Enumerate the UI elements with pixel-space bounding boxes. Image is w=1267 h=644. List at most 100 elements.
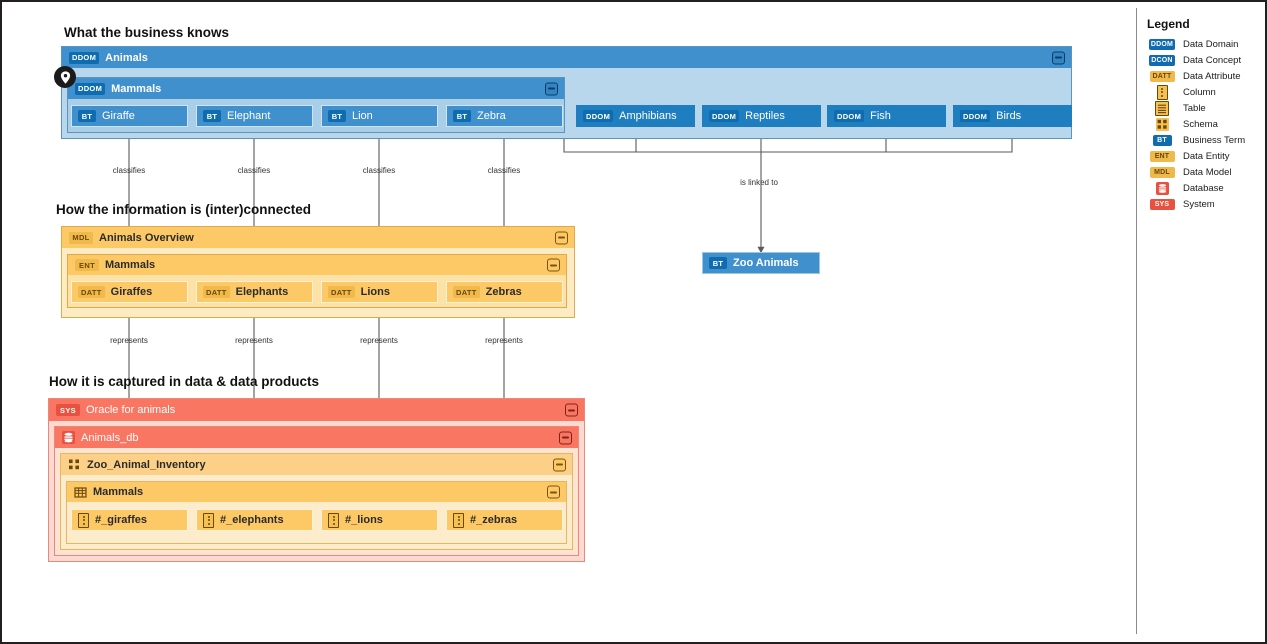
node-business-term-zebra[interactable]: BT Zebra (446, 105, 563, 127)
datt-tag-icon: DATT (453, 286, 480, 298)
node-column-zebras[interactable]: #_zebras (446, 509, 563, 531)
edge-label-represents-1: represents (110, 336, 148, 345)
schema-icon (1155, 117, 1169, 131)
collapse-button-schema[interactable] (553, 458, 566, 471)
database-icon (62, 431, 75, 444)
datt-tag-icon: DATT (328, 286, 355, 298)
node-header-col-zebras: #_zebras (447, 510, 562, 530)
node-header-birds: DDOM Birds (953, 105, 1072, 127)
node-header-elephants: DATT Elephants (197, 282, 312, 302)
ddom-tag-icon: DDOM (75, 82, 106, 95)
ent-tag-icon: ENT (75, 259, 99, 271)
column-icon (78, 512, 89, 528)
node-header-giraffes: DATT Giraffes (72, 282, 187, 302)
node-header-lions: DATT Lions (322, 282, 437, 302)
node-business-term-giraffe[interactable]: BT Giraffe (71, 105, 188, 127)
node-label-col-lions: #_lions (345, 514, 383, 526)
ddom-tag-icon: DDOM (960, 110, 991, 122)
datt-tag-text: DATT (1149, 70, 1175, 82)
datt-tag-icon: DATT (78, 286, 105, 298)
legend-item-data-attribute: DATT Data Attribute (1147, 68, 1265, 84)
mdl-tag-text: MDL (1149, 166, 1175, 178)
node-data-attribute-lions[interactable]: DATT Lions (321, 281, 438, 303)
ent-tag-icon: ENT (1147, 150, 1177, 162)
bt-tag-icon: BT (453, 110, 471, 122)
ddom-tag-icon: DDOM (834, 110, 865, 122)
node-header-table: Mammals (67, 482, 566, 502)
ddom-tag-icon: DDOM (583, 110, 614, 122)
edge-label-classifies-2: classifies (237, 166, 271, 175)
collapse-button-animals[interactable] (1052, 51, 1065, 64)
legend-label-schema: Schema (1183, 118, 1218, 130)
ddom-tag-text: DDOM (1148, 38, 1176, 50)
collapse-button-database[interactable] (559, 431, 572, 444)
node-header-mammals: DDOM Mammals (68, 78, 564, 99)
legend-list: DDOM Data Domain DCON Data Concept DATT … (1147, 36, 1265, 212)
table-icon (74, 486, 87, 499)
legend-item-system: SYS System (1147, 196, 1265, 212)
node-label-elephant: Elephant (227, 110, 271, 122)
legend-panel: Legend DDOM Data Domain DCON Data Concep… (1136, 8, 1265, 634)
node-header-database: Animals_db (55, 427, 578, 448)
legend-label-database: Database (1183, 182, 1224, 194)
node-label-amphibians: Amphibians (619, 110, 677, 122)
node-header-reptiles: DDOM Reptiles (702, 105, 821, 127)
node-label-col-zebras: #_zebras (470, 514, 518, 526)
node-column-elephants[interactable]: #_elephants (196, 509, 313, 531)
node-label-zebras: Zebras (485, 286, 522, 298)
legend-label-data-model: Data Model (1183, 166, 1232, 178)
node-header-col-giraffes: #_giraffes (72, 510, 187, 530)
bt-tag-icon: BT (709, 257, 727, 269)
node-label-lion: Lion (352, 110, 373, 122)
edge-label-classifies-4: classifies (487, 166, 521, 175)
legend-label-system: System (1183, 198, 1215, 210)
datt-tag-icon: DATT (203, 286, 230, 298)
collapse-button-system[interactable] (565, 403, 578, 417)
node-data-domain-amphibians[interactable]: DDOM Amphibians (576, 105, 695, 127)
bt-tag-text: BT (1152, 134, 1172, 146)
collapse-button-table[interactable] (547, 485, 560, 499)
node-data-attribute-elephants[interactable]: DATT Elephants (196, 281, 313, 303)
legend-item-column: Column (1147, 84, 1265, 100)
node-header-amphibians: DDOM Amphibians (576, 105, 695, 127)
node-label-zoo-animals: Zoo Animals (733, 257, 799, 269)
node-header-col-lions: #_lions (322, 510, 437, 530)
node-data-domain-reptiles[interactable]: DDOM Reptiles (702, 105, 821, 127)
collapse-button-mammals[interactable] (545, 82, 558, 95)
legend-label-table: Table (1183, 102, 1206, 114)
node-label-elephants: Elephants (235, 286, 289, 298)
ent-tag-text: ENT (1149, 150, 1175, 162)
node-label-col-giraffes: #_giraffes (95, 514, 147, 526)
node-data-attribute-zebras[interactable]: DATT Zebras (446, 281, 563, 303)
legend-item-data-model: MDL Data Model (1147, 164, 1265, 180)
section-title-data: How it is captured in data & data produc… (49, 374, 320, 389)
legend-label-data-concept: Data Concept (1183, 54, 1242, 66)
node-business-term-zoo-animals[interactable]: BT Zoo Animals (702, 252, 820, 274)
column-icon (453, 512, 464, 528)
collapse-button-animals-overview[interactable] (555, 231, 568, 244)
legend-item-data-domain: DDOM Data Domain (1147, 36, 1265, 52)
ddom-tag-icon: DDOM (709, 110, 740, 122)
node-data-attribute-giraffes[interactable]: DATT Giraffes (71, 281, 188, 303)
database-icon (1155, 181, 1169, 195)
node-label-mammals: Mammals (111, 82, 162, 95)
collapse-button-entity-mammals[interactable] (547, 258, 560, 272)
node-label-fish: Fish (870, 110, 891, 122)
node-column-lions[interactable]: #_lions (321, 509, 438, 531)
node-business-term-lion[interactable]: BT Lion (321, 105, 438, 127)
edge-label-represents-3: represents (360, 336, 398, 345)
location-pin-icon[interactable] (54, 66, 76, 88)
sys-tag-icon: SYS (56, 404, 80, 416)
node-header-entity-mammals: ENT Mammals (68, 255, 566, 275)
column-icon (1156, 84, 1168, 100)
node-column-giraffes[interactable]: #_giraffes (71, 509, 188, 531)
bt-tag-icon: BT (1147, 134, 1177, 146)
legend-label-column: Column (1183, 86, 1216, 98)
node-data-domain-birds[interactable]: DDOM Birds (953, 105, 1072, 127)
node-business-term-elephant[interactable]: BT Elephant (196, 105, 313, 127)
node-data-domain-fish[interactable]: DDOM Fish (827, 105, 946, 127)
mdl-tag-icon: MDL (1147, 166, 1177, 178)
legend-label-data-domain: Data Domain (1183, 38, 1239, 50)
table-icon (1155, 100, 1169, 116)
node-header-giraffe: BT Giraffe (72, 106, 187, 126)
